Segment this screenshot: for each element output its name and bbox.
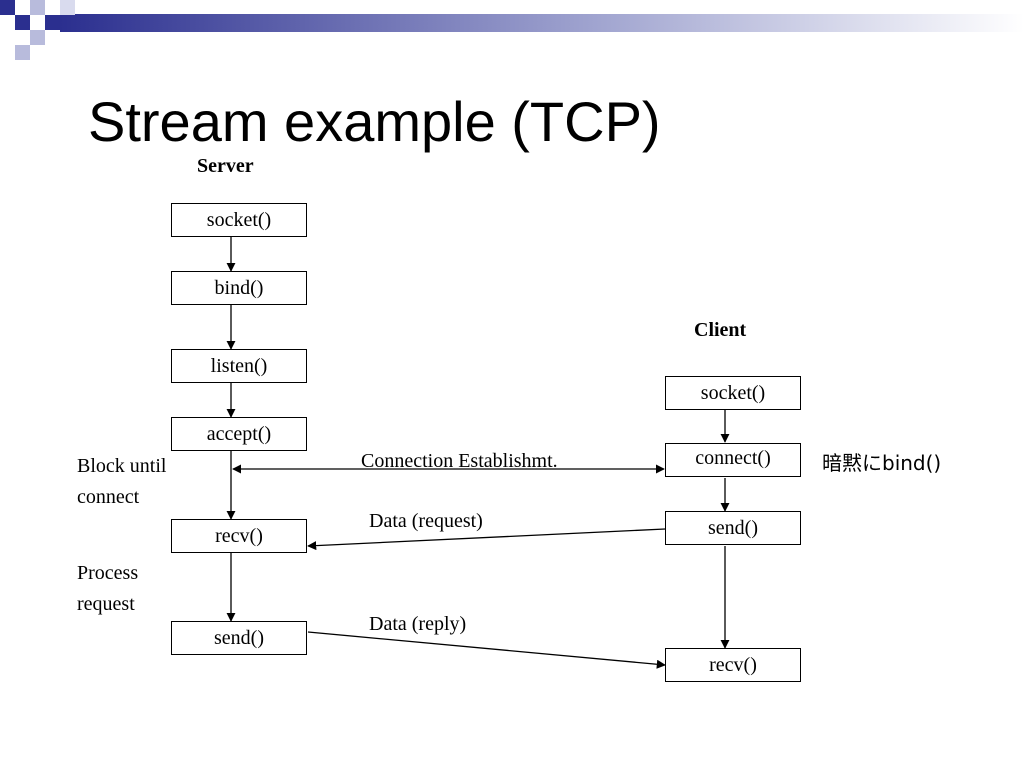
- process-note-line2: request: [77, 593, 135, 615]
- header-decoration: [0, 0, 1024, 60]
- server-heading: Server: [197, 155, 254, 177]
- slide-title: Stream example (TCP): [88, 90, 661, 153]
- server-recv-box: recv(): [171, 519, 307, 553]
- server-listen-box: listen(): [171, 349, 307, 383]
- reply-label: Data (reply): [369, 613, 467, 635]
- client-heading: Client: [694, 319, 747, 341]
- client-send-box: send(): [665, 511, 801, 545]
- block-note-line1: Block until: [77, 455, 167, 477]
- client-socket-box: socket(): [665, 376, 801, 410]
- connection-label: Connection Establishmt.: [361, 450, 558, 472]
- block-note-line2: connect: [77, 486, 140, 508]
- server-send-box: send(): [171, 621, 307, 655]
- request-label: Data (request): [369, 510, 483, 532]
- arrow-data-request: [307, 528, 666, 551]
- client-connect-box: connect(): [665, 443, 801, 477]
- implicit-bind-note: 暗黙にbind(): [822, 451, 942, 475]
- arrow-data-reply: [307, 631, 666, 669]
- server-socket-box: socket(): [171, 203, 307, 237]
- server-accept-box: accept(): [171, 417, 307, 451]
- server-bind-box: bind(): [171, 271, 307, 305]
- process-note-line1: Process: [77, 562, 139, 584]
- client-recv-box: recv(): [665, 648, 801, 682]
